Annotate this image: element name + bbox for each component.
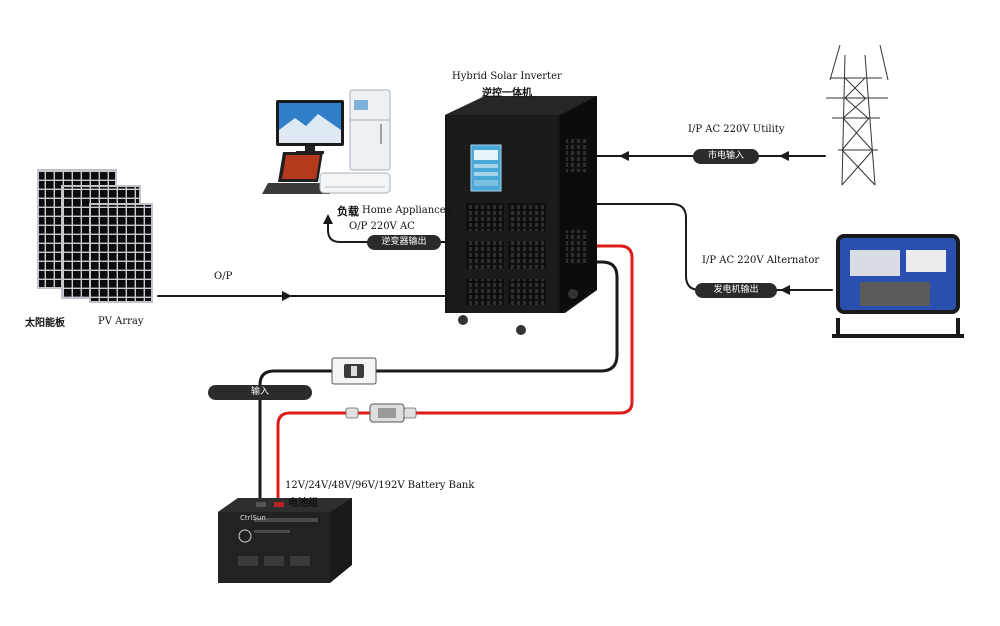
alternator-cable — [596, 203, 833, 291]
utility-pill: 市电输入 — [693, 149, 759, 164]
laptop-icon — [262, 152, 330, 194]
load-arrow-up — [323, 214, 333, 224]
pv-label-cn: 太阳能板 — [25, 318, 65, 329]
monitor-icon — [276, 100, 344, 154]
alternator-pill: 发电机输出 — [695, 283, 777, 298]
inverter-title-cn: 逆控一体机 — [482, 88, 532, 99]
utility-arrow-1 — [779, 151, 789, 161]
battery-input-pill: 输入 — [208, 385, 312, 400]
load-cable — [327, 219, 446, 243]
cables — [157, 151, 833, 504]
hybrid-inverter — [445, 96, 597, 335]
breaker-switch — [331, 357, 377, 385]
load-label-cn: 负载 — [337, 205, 359, 218]
battery-bank — [218, 498, 352, 583]
alternator-label: I/P AC 220V Alternator — [702, 255, 820, 266]
air-conditioner-icon — [319, 172, 391, 194]
battery-black-cable — [258, 260, 619, 504]
pv-op-label: O/P — [214, 271, 233, 282]
refrigerator-icon — [349, 89, 391, 171]
home-appliances — [262, 89, 391, 194]
utility-label: I/P AC 220V Utility — [688, 124, 785, 135]
battery-label: 12V/24V/48V/96V/192V Battery Bank — [285, 480, 475, 491]
fuse-holder — [345, 403, 417, 423]
generator-icon — [832, 234, 964, 338]
battery-red-cable — [276, 244, 634, 504]
alternator-arrow — [780, 285, 790, 295]
utility-tower-icon — [826, 44, 889, 186]
pv-label-en: PV Array — [98, 316, 144, 327]
utility-arrow-2 — [619, 151, 629, 161]
battery-brand: CtrlSun — [240, 514, 266, 522]
battery-label-cn: 电池组 — [288, 498, 318, 509]
load-label-en: Home Appliances — [362, 205, 451, 216]
pv-arrow — [282, 291, 292, 301]
load-pill: 逆变器输出 — [367, 235, 441, 250]
load-spec: O/P 220V AC — [349, 221, 415, 232]
inverter-title-en: Hybrid Solar Inverter — [452, 71, 562, 82]
solar-panel-array — [37, 169, 153, 303]
